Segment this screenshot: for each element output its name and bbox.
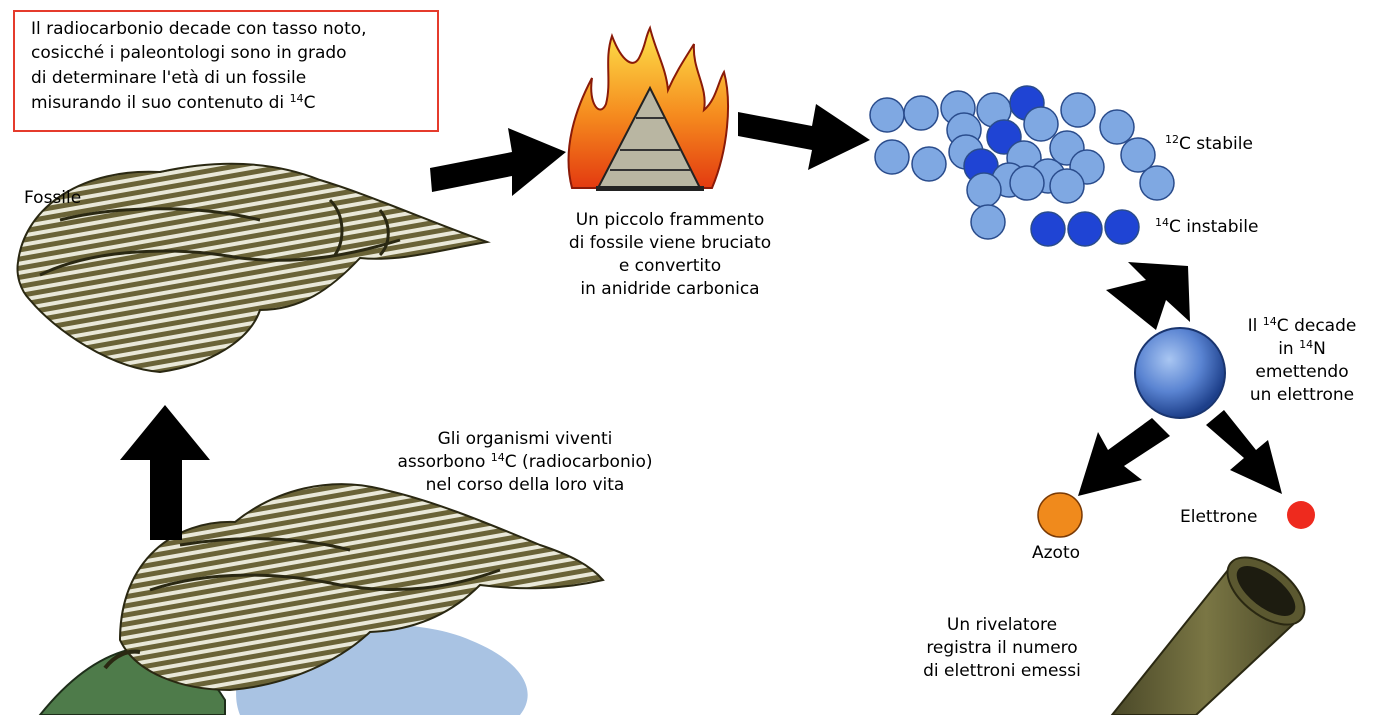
decay-line-2: in 14N [1222, 338, 1381, 361]
arrow-right-1-icon [430, 128, 566, 196]
burned-caption: Un piccolo frammento di fossile viene br… [535, 209, 805, 301]
arrow-to-electron-icon [1206, 410, 1282, 494]
azoto-atom-icon [1038, 493, 1082, 537]
burned-line-4: in anidride carbonica [535, 278, 805, 301]
organisms-caption: Gli organismi viventi assorbono 14C (rad… [360, 428, 690, 497]
azoto-label: Azoto [1032, 542, 1080, 565]
fossile-label: Fossile [24, 187, 81, 210]
detector-line-1: Un rivelatore [892, 614, 1112, 637]
burned-line-1: Un piccolo frammento [535, 209, 805, 232]
decaying-atom-icon [1135, 328, 1225, 418]
detector-line-2: registra il numero [892, 637, 1112, 660]
fossil-shell-icon [18, 164, 488, 372]
c12-label: 12C stabile [1165, 133, 1253, 156]
burned-line-2: di fossile viene bruciato [535, 232, 805, 255]
arrow-right-2-icon [738, 104, 870, 170]
arrow-to-azoto-icon [1078, 418, 1170, 496]
living-shell-icon [40, 484, 603, 715]
burned-line-3: e convertito [535, 255, 805, 278]
decay-line-4: un elettrone [1222, 384, 1381, 407]
decay-line-1: Il 14C decade [1222, 315, 1381, 338]
arrow-down-icon [1106, 262, 1190, 330]
detector-caption: Un rivelatore registra il numero di elet… [892, 614, 1112, 683]
decay-line-3: emettendo [1222, 361, 1381, 384]
decay-caption: Il 14C decade in 14N emettendo un elettr… [1222, 315, 1381, 407]
electron-icon [1287, 501, 1315, 529]
organisms-line-1: Gli organismi viventi [360, 428, 690, 451]
detector-tube-icon [1112, 544, 1316, 715]
organisms-line-3: nel corso della loro vita [360, 474, 690, 497]
elettrone-label: Elettrone [1180, 506, 1258, 529]
detector-line-3: di elettroni emessi [892, 660, 1112, 683]
arrow-up-icon [120, 405, 210, 540]
organisms-line-2: assorbono 14C (radiocarbonio) [360, 451, 690, 474]
carbon-atoms-cluster [870, 86, 1174, 246]
burning-fragment-icon [569, 28, 728, 191]
c14-label: 14C instabile [1155, 216, 1258, 239]
